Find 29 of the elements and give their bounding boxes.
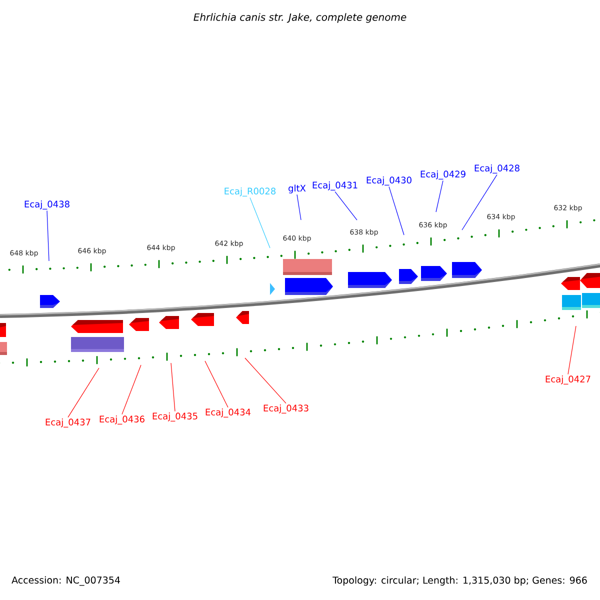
gene-label: Ecaj_0428	[474, 164, 520, 174]
leader-line	[436, 180, 444, 212]
gene-label: Ecaj_0433	[264, 404, 308, 414]
gene-label: Ecaj_0435	[152, 412, 198, 422]
leader-line	[388, 186, 404, 236]
leader-line	[170, 362, 176, 412]
leader-line	[122, 364, 142, 415]
leader-line	[46, 210, 50, 262]
leader-line	[462, 174, 498, 230]
gene-label: Ecaj_0438	[24, 200, 70, 210]
gene-label: Ecaj_0437	[46, 418, 90, 428]
gene-label: Ecaj_0431	[312, 182, 358, 190]
accession-text: Accession: NC_007354	[12, 576, 120, 586]
leader-line	[244, 358, 286, 404]
leader-line	[334, 191, 358, 220]
leader-line	[296, 194, 302, 220]
gene-label: Ecaj_R0028	[224, 188, 276, 196]
leader-line	[568, 326, 576, 375]
gene-label: Ecaj_0436	[100, 416, 144, 424]
gene-label: Ecaj_0434	[206, 408, 251, 418]
leader-line	[204, 360, 228, 408]
gene-label: gltX	[288, 184, 306, 194]
leader-line	[68, 368, 100, 418]
leader-line	[250, 197, 270, 248]
gene-label: Ecaj_0430	[366, 176, 412, 186]
gene-label: Ecaj_0429	[420, 170, 466, 180]
gene-label: Ecaj_0427	[546, 376, 590, 384]
genome-info-text: Topology: circular; Length: 1,315,030 bp; Genes: 966	[332, 576, 587, 586]
title: Ehrlichia canis str. Jake, complete genome	[194, 13, 406, 23]
